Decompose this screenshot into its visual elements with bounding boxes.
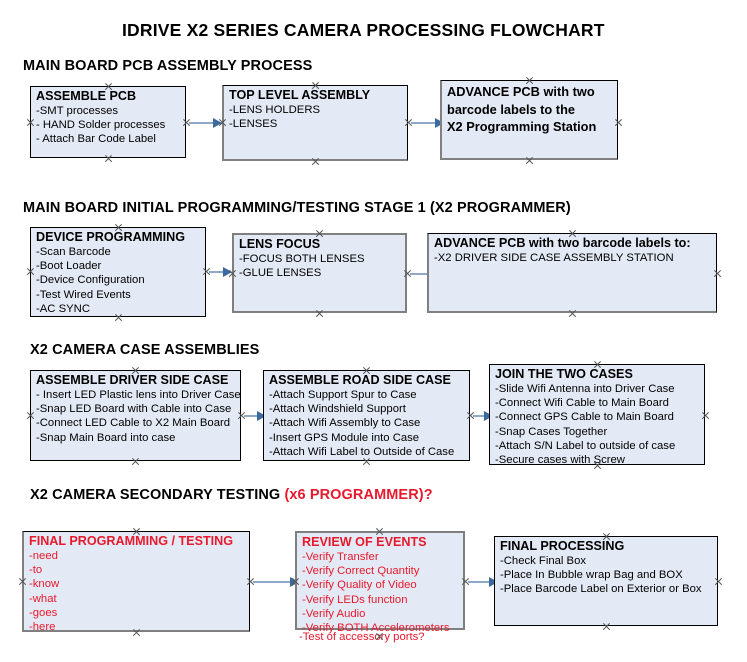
connector-arrow	[189, 118, 222, 128]
flow-box-title: ADVANCE PCB with two	[447, 84, 595, 99]
flow-box-title: TOP LEVEL ASSEMBLY	[229, 88, 371, 102]
flow-box-title: REVIEW OF EVENTS	[302, 535, 427, 549]
flow-box-line: -Test Wired Events	[36, 288, 131, 301]
flow-box-line: -Connect Wifi Cable to Main Board	[495, 397, 669, 410]
connector-arrow	[473, 411, 493, 421]
section-heading-main-board-initial-programming: MAIN BOARD INITIAL PROGRAMMING/TESTING S…	[23, 200, 571, 216]
flow-box-line: -Place In Bubble wrap Bag and BOX	[500, 569, 683, 582]
flow-box-title: ASSEMBLE ROAD SIDE CASE	[269, 373, 451, 387]
flow-box-lens-focus[interactable]: LENS FOCUS -FOCUS BOTH LENSES -GLUE LENS…	[232, 233, 407, 313]
flow-box-line: -Slide Wifi Antenna into Driver Case	[495, 383, 675, 395]
flow-box-line: X2 Programming Station	[447, 119, 597, 134]
flow-box-device-programming[interactable]: DEVICE PROGRAMMING -Scan Barcode -Boot L…	[30, 227, 206, 317]
flow-box-title: ASSEMBLE DRIVER SIDE CASE	[36, 373, 229, 387]
flow-box-line: -Attach Wifi Label to Outside of Case	[269, 445, 455, 458]
flow-box-final-programming-testing[interactable]: FINAL PROGRAMMING / TESTING -need -to -k…	[22, 531, 250, 634]
flow-box-line: - Insert LED Plastic lens into Driver Ca…	[36, 389, 241, 401]
section-heading-suffix: (x6 PROGRAMMER)?	[284, 487, 433, 503]
flow-box-line: -Connect LED Cable to X2 Main Board	[36, 417, 231, 430]
connector-arrow	[244, 411, 266, 421]
flow-box-line: -Verify LEDs function	[302, 593, 408, 606]
flow-box-advance-pcb-driver-side[interactable]: ADVANCE PCB with two barcode labels to: …	[427, 233, 717, 313]
section-heading-text: X2 CAMERA SECONDARY TESTING	[30, 487, 285, 503]
flow-box-line: -Connect GPS Cable to Main Board	[495, 411, 674, 424]
flow-box-join-the-two-cases[interactable]: JOIN THE TWO CASES -Slide Wifi Antenna i…	[489, 364, 705, 467]
flow-box-line: -Place Barcode Label on Exterior or Box	[500, 583, 702, 596]
section-heading-text: MAIN BOARD INITIAL PROGRAMMING/TESTING S…	[23, 200, 571, 216]
flow-box-line: -Verify Quality of Video	[302, 579, 417, 592]
flow-box-line: -to	[29, 564, 43, 577]
flow-box-line: -Check Final Box	[500, 555, 587, 567]
flow-box-line: -Attach Windshield Support	[269, 403, 406, 416]
flow-box-review-of-events[interactable]: REVIEW OF EVENTS -Verify Transfer -Verif…	[295, 531, 465, 634]
arrowhead-icon	[257, 411, 266, 421]
flow-box-line: - Attach Bar Code Label	[36, 133, 156, 146]
flow-box-title: FINAL PROCESSING	[500, 539, 625, 553]
flow-box-line: -goes	[29, 606, 58, 619]
flow-box-title: FINAL PROGRAMMING / TESTING	[29, 534, 234, 548]
section-heading-main-board-pcb-assembly: MAIN BOARD PCB ASSEMBLY PROCESS	[23, 58, 312, 74]
arrowhead-icon	[223, 267, 232, 277]
arrowhead-icon	[290, 577, 299, 587]
flow-box-line: -LENS HOLDERS	[229, 104, 321, 116]
flow-box-line: -Verify Correct Quantity	[302, 565, 420, 578]
flow-box-overflow-line: -Test of accessory ports?	[299, 631, 425, 643]
connector-arrow	[468, 577, 498, 587]
page-title: IDRIVE X2 SERIES CAMERA PROCESSING FLOWC…	[122, 20, 605, 40]
flow-box-assemble-driver-side-case[interactable]: ASSEMBLE DRIVER SIDE CASE - Insert LED P…	[30, 370, 241, 461]
arrowhead-icon	[489, 577, 498, 587]
flow-box-title: JOIN THE TWO CASES	[495, 367, 633, 381]
flow-box-line: -need	[29, 550, 58, 562]
flow-box-assemble-pcb[interactable]: ASSEMBLE PCB -SMT processes - HAND Solde…	[30, 86, 186, 158]
flow-box-line: -AC SYNC	[36, 302, 90, 315]
flow-box-line: -GLUE LENSES	[239, 267, 322, 280]
flow-box-line: -Boot Loader	[36, 260, 102, 273]
section-heading-x2-camera-case-assemblies: X2 CAMERA CASE ASSEMBLIES	[30, 342, 259, 358]
flow-box-final-processing[interactable]: FINAL PROCESSING -Check Final Box -Place…	[494, 536, 718, 626]
connector-arrow	[209, 267, 232, 277]
flow-box-line: -Verify Transfer	[302, 551, 379, 563]
section-heading-x2-camera-secondary-testing: X2 CAMERA SECONDARY TESTING (x6 PROGRAMM…	[30, 487, 433, 503]
flow-box-title: LENS FOCUS	[239, 237, 321, 251]
flow-box-line: -X2 DRIVER SIDE CASE ASSEMBLY STATION	[434, 252, 674, 264]
flow-box-assemble-road-side-case[interactable]: ASSEMBLE ROAD SIDE CASE -Attach Support …	[263, 370, 470, 461]
flow-box-line: -Verify BOTH Accelerometers	[302, 622, 450, 635]
flow-box-line: -what	[29, 592, 57, 605]
flow-box-title: DEVICE PROGRAMMING	[36, 230, 186, 244]
flow-box-line: -LENSES	[229, 118, 278, 131]
flow-box-line: -Attach Wifi Assembly to Case	[269, 417, 421, 430]
flow-box-line: -Verify Audio	[302, 607, 366, 620]
flow-box-line: -Scan Barcode	[36, 246, 111, 258]
flow-box-line: -know	[29, 578, 60, 591]
flow-box-line: -Attach S/N Label to outside of case	[495, 439, 676, 452]
flow-box-line: -Attach Support Spur to Case	[269, 389, 417, 401]
flow-box-line: -Secure cases with Screw	[495, 454, 625, 467]
flow-box-advance-pcb-programming-station[interactable]: ADVANCE PCB with two barcode labels to t…	[440, 80, 618, 160]
flow-box-top-level-assembly[interactable]: TOP LEVEL ASSEMBLY -LENS HOLDERS -LENSES	[222, 85, 408, 161]
flow-box-title: ASSEMBLE PCB	[36, 89, 137, 103]
flow-box-line: - HAND Solder processes	[36, 119, 166, 132]
flow-box-line: -Snap LED Board with Cable into Case	[36, 403, 232, 416]
connector-arrow	[411, 118, 444, 128]
flow-box-line: -here	[29, 621, 56, 634]
flow-box-line: -Snap Cases Together	[495, 425, 608, 438]
section-heading-text: X2 CAMERA CASE ASSEMBLIES	[30, 342, 260, 358]
flow-box-line: -Snap Main Board into case	[36, 431, 176, 444]
arrowhead-icon	[213, 118, 222, 128]
arrowhead-icon	[435, 118, 444, 128]
flow-box-line: -FOCUS BOTH LENSES	[239, 253, 365, 265]
connector-arrow	[253, 577, 299, 587]
section-heading-text: MAIN BOARD PCB ASSEMBLY PROCESS	[23, 58, 313, 74]
flow-box-line: -Insert GPS Module into Case	[269, 431, 420, 444]
arrowhead-icon	[484, 411, 493, 421]
flow-box-line: barcode labels to the	[447, 101, 576, 117]
flow-box-title: ADVANCE PCB with two barcode labels to:	[434, 236, 691, 250]
flow-box-line: -SMT processes	[36, 105, 119, 117]
flow-box-line: -Device Configuration	[36, 274, 145, 287]
